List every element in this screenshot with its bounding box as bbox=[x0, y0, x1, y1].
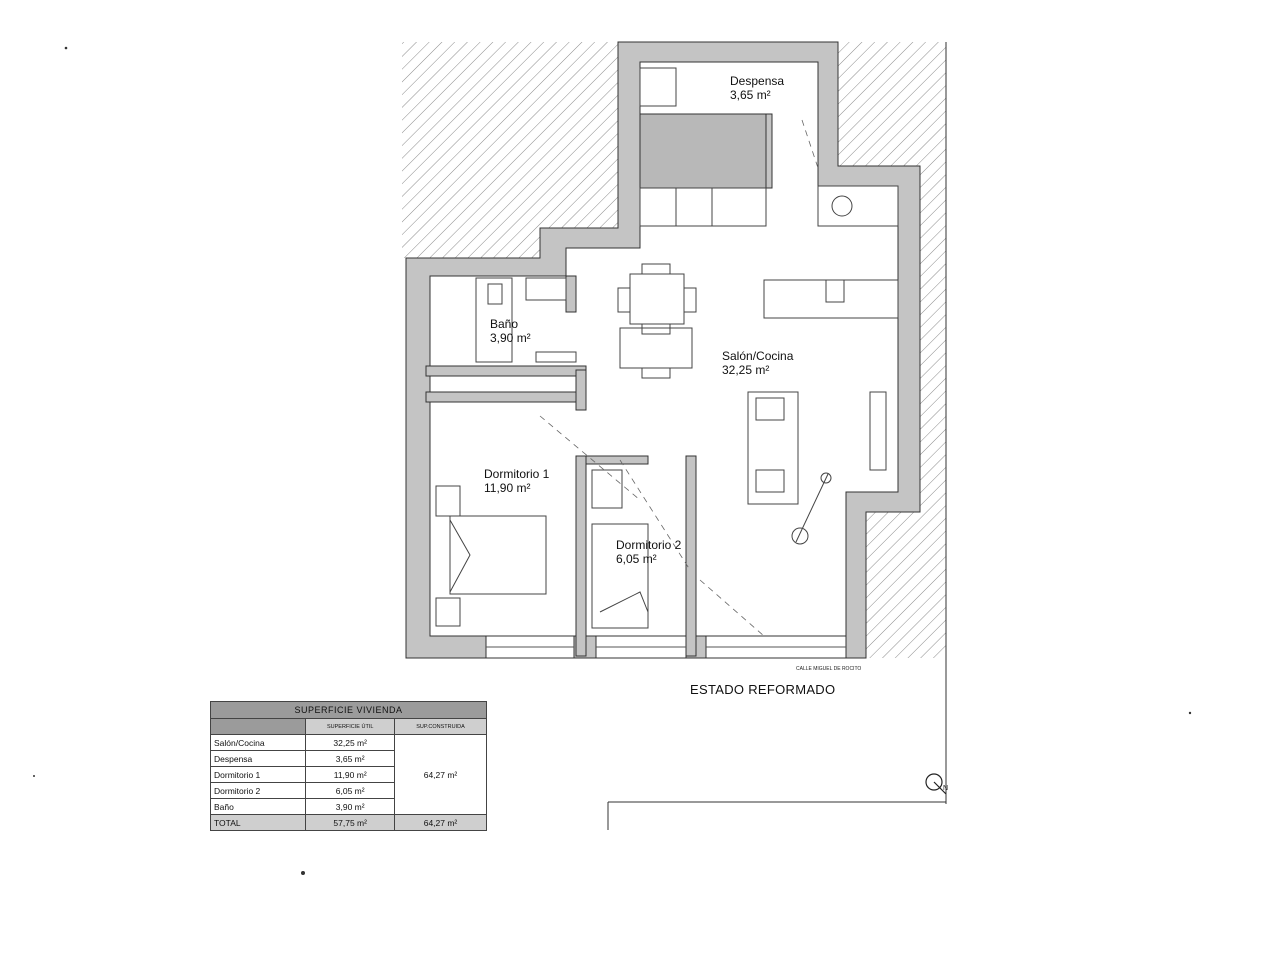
surface-table: SUPERFICIE VIVIENDA SUPERFICIE ÚTIL SUP.… bbox=[209, 701, 487, 831]
plan-state-title: ESTADO REFORMADO bbox=[690, 682, 836, 697]
pantry-block bbox=[639, 113, 767, 189]
total-label: TOTAL bbox=[209, 814, 307, 831]
col-header-built: SUP.CONSTRUIDA bbox=[394, 718, 487, 735]
table-total-row: TOTAL 57,75 m² 64,27 m² bbox=[209, 814, 487, 831]
row-room: Dormitorio 1 bbox=[209, 766, 307, 783]
north-letter: N bbox=[943, 785, 948, 792]
label-dorm2: Dormitorio 2 bbox=[616, 538, 682, 552]
total-built: 64,27 m² bbox=[394, 814, 487, 831]
door-swings bbox=[539, 119, 819, 637]
sofa bbox=[747, 391, 887, 545]
col-header-util: SUPERFICIE ÚTIL bbox=[305, 718, 395, 735]
bed-1 bbox=[435, 485, 547, 627]
label-salon: Salón/Cocina bbox=[722, 349, 794, 363]
exterior-hatch bbox=[402, 42, 946, 658]
row-util: 3,90 m² bbox=[305, 798, 395, 815]
site-boundary bbox=[607, 42, 947, 830]
row-util: 3,65 m² bbox=[305, 750, 395, 767]
dining-table bbox=[617, 263, 697, 379]
area-despensa: 3,65 m² bbox=[730, 88, 771, 102]
label-dorm1: Dormitorio 1 bbox=[484, 467, 550, 481]
label-despensa: Despensa bbox=[730, 74, 784, 88]
north-arrow: N bbox=[925, 773, 948, 795]
bed-2 bbox=[591, 469, 649, 629]
row-util: 32,25 m² bbox=[305, 734, 395, 751]
row-util: 11,90 m² bbox=[305, 766, 395, 783]
total-util: 57,75 m² bbox=[305, 814, 395, 831]
bathroom-fixtures bbox=[475, 277, 577, 363]
row-room: Baño bbox=[209, 798, 307, 815]
street-label: CALLE MIGUEL DE ROCITO bbox=[796, 666, 861, 672]
table-header-blank bbox=[209, 718, 307, 735]
row-util: 6,05 m² bbox=[305, 782, 395, 799]
table-row: Salón/Cocina 32,25 m² 64,27 m² bbox=[209, 734, 487, 815]
label-bano: Baño bbox=[490, 317, 518, 331]
row-room: Despensa bbox=[209, 750, 307, 767]
area-dorm1: 11,90 m² bbox=[484, 481, 530, 495]
scan-speckles bbox=[33, 46, 1192, 875]
table-row: Despensa 3,65 m² bbox=[209, 750, 487, 767]
row-room: Dormitorio 2 bbox=[209, 782, 307, 799]
built-area-merged: 64,27 m² bbox=[394, 734, 487, 815]
row-room: Salón/Cocina bbox=[209, 734, 307, 751]
area-bano: 3,90 m² bbox=[490, 331, 531, 345]
area-salon: 32,25 m² bbox=[722, 363, 769, 377]
table-title: SUPERFICIE VIVIENDA bbox=[210, 701, 487, 719]
area-dorm2: 6,05 m² bbox=[616, 552, 657, 566]
windows bbox=[485, 635, 847, 659]
table-row: Baño 3,90 m² bbox=[209, 798, 487, 815]
kitchen-units bbox=[639, 67, 899, 319]
